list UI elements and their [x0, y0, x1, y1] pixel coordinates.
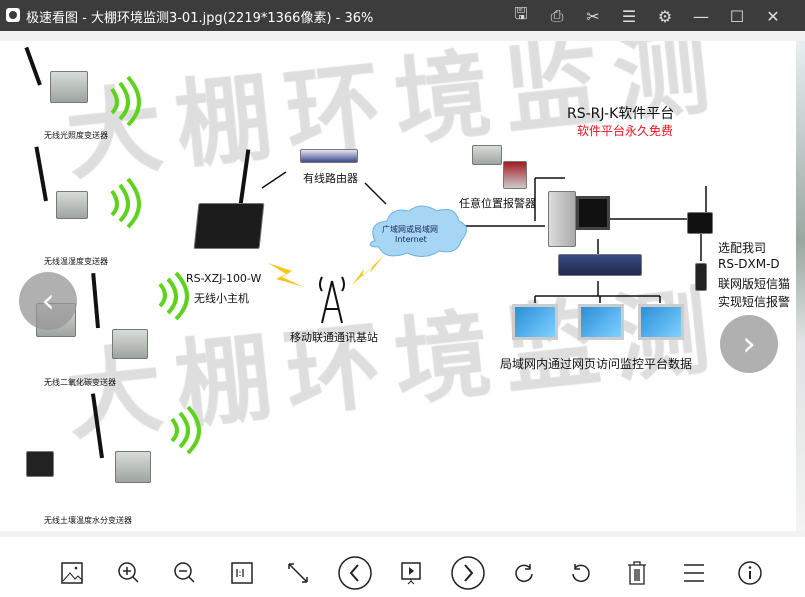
settings-icon[interactable]: ⚙ — [657, 6, 673, 26]
sms-line: 实现短信报警 — [718, 295, 791, 309]
temp-humidity-sensor — [56, 191, 88, 219]
host-label: 无线小主机 — [194, 292, 249, 305]
sensor-label: 无线二氧化碳变送器 — [44, 378, 116, 387]
host-device — [193, 203, 265, 249]
sensor-label: 无线温湿度变送器 — [44, 257, 108, 266]
soil-sensor — [115, 451, 151, 483]
cloud-label: 广域网或局域网 — [382, 225, 438, 234]
alarm-module — [472, 145, 502, 165]
print-icon[interactable]: ⎙ — [550, 6, 564, 25]
fullscreen-icon[interactable] — [270, 557, 327, 589]
pc-monitor — [576, 196, 610, 230]
app-logo-icon — [6, 8, 20, 22]
image-icon[interactable] — [44, 557, 101, 589]
title-bar: 极速看图 - 大棚环境监测3-01.jpg(2219*1366像素) - 36%… — [0, 0, 805, 31]
save-icon[interactable]: 🖫 — [514, 3, 528, 23]
lan-caption: 局域网内通过网页访问监控平台数据 — [500, 357, 693, 371]
tower-icon — [319, 276, 345, 324]
lightning-icon — [268, 255, 384, 287]
sms-line: RS-DXM-D — [718, 257, 780, 271]
network-switch — [558, 254, 642, 276]
cut-icon[interactable]: ✂ — [586, 6, 600, 26]
light-sensor — [50, 71, 88, 103]
sensor-label: 无线土壤温度水分变送器 — [44, 516, 132, 525]
wireless-signal-icon — [110, 75, 201, 455]
delete-icon[interactable] — [609, 557, 666, 589]
sms-line: 选配我司 — [718, 241, 767, 255]
menu-icon[interactable] — [666, 557, 723, 589]
diagram-graphics — [110, 75, 707, 455]
cloud-label: Internet — [395, 235, 427, 244]
soil-probe — [26, 451, 54, 477]
actual-size-icon[interactable] — [214, 557, 271, 589]
rotate-left-icon[interactable] — [553, 557, 610, 589]
sms-modem — [687, 212, 713, 234]
cloud-icon — [369, 205, 467, 257]
rotate-right-icon[interactable] — [496, 557, 553, 589]
background-window — [796, 41, 805, 541]
toolbar-strip — [0, 31, 805, 41]
slideshow-icon[interactable] — [383, 557, 440, 589]
phone — [695, 263, 707, 291]
info-icon[interactable] — [722, 557, 779, 589]
co2-sensor — [112, 329, 148, 359]
bottom-toolbar — [0, 531, 805, 597]
client-monitor — [512, 304, 558, 340]
note-icon[interactable]: ☰ — [621, 6, 637, 26]
platform-subtitle: 软件平台永久免费 — [577, 124, 674, 138]
base-station-label: 移动联通通讯基站 — [290, 331, 378, 344]
zoom-out-icon[interactable] — [157, 557, 214, 589]
sensor-label: 无线光照度变送器 — [44, 131, 108, 140]
previous-image-button[interactable]: ‹ — [19, 272, 77, 330]
close-icon[interactable]: ✕ — [766, 6, 780, 26]
sms-line: 联网版短信猫 — [718, 277, 791, 291]
window-title: 极速看图 - 大棚环境监测3-01.jpg(2219*1366像素) - 36% — [26, 11, 374, 26]
alarm-label: 任意位置报警器 — [459, 197, 536, 210]
alarm-siren — [503, 161, 527, 189]
minimize-icon[interactable]: — — [693, 6, 709, 26]
next-icon[interactable] — [440, 556, 497, 590]
router-device — [300, 149, 358, 163]
host-model: RS-XZJ-100-W — [186, 272, 262, 285]
client-monitor — [578, 304, 624, 340]
platform-title: RS-RJ-K软件平台 — [567, 106, 675, 122]
next-image-button[interactable]: › — [720, 315, 778, 373]
zoom-in-icon[interactable] — [101, 557, 158, 589]
previous-icon[interactable] — [327, 556, 384, 590]
router-label: 有线路由器 — [303, 172, 358, 185]
pc-tower — [548, 191, 576, 247]
image-canvas[interactable]: 无线光照度变送器 无线温湿度变送器 无线二氧化碳变送器 无线土壤温度水分变送器 … — [0, 41, 796, 531]
maximize-icon[interactable]: ☐ — [729, 6, 745, 26]
client-monitor — [638, 304, 684, 340]
